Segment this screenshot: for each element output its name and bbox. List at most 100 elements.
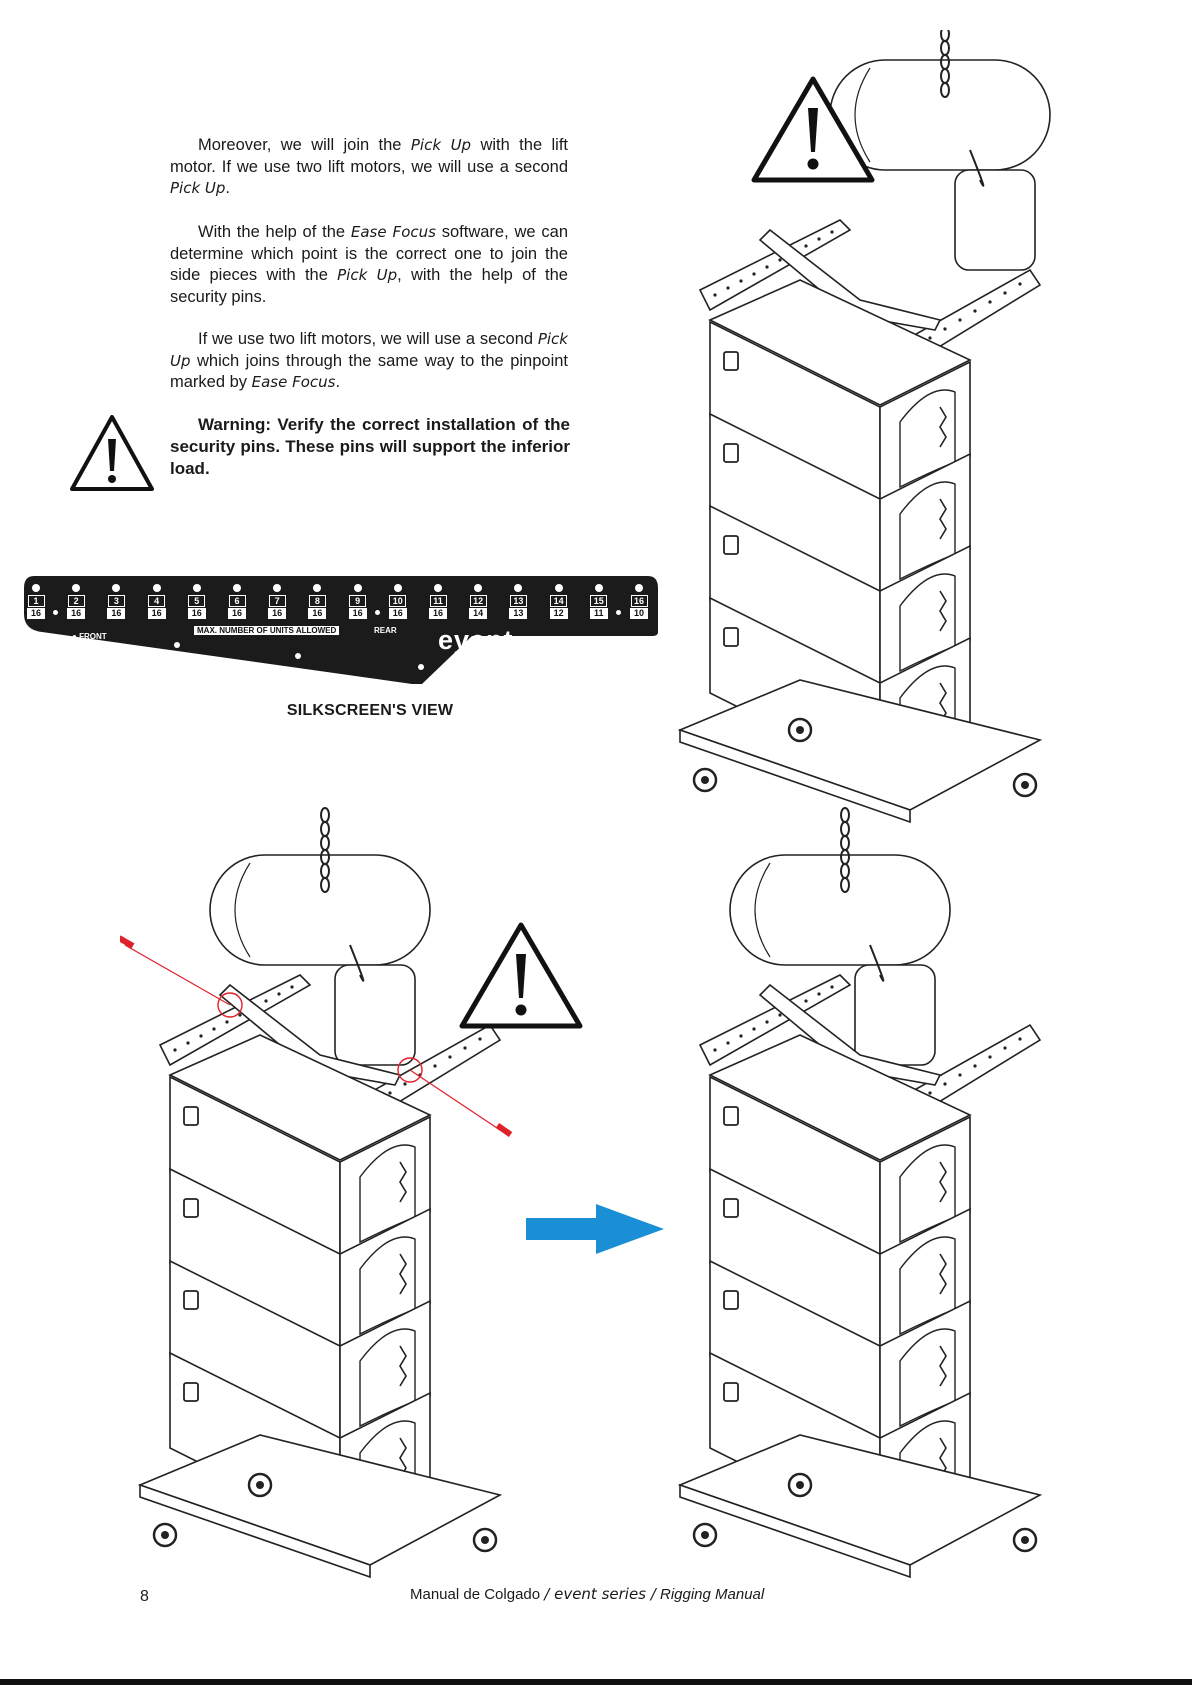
hole-number: 12 <box>469 595 487 607</box>
frame-hole <box>988 300 992 304</box>
term-pick-up: Pick Up <box>170 179 226 197</box>
hole-max-units: 16 <box>348 608 367 619</box>
cabinet-spring <box>939 590 947 632</box>
cabinet-top <box>168 1034 432 1161</box>
cabinet-handle <box>899 1328 956 1428</box>
caster-wheel <box>796 726 804 734</box>
frame-hole <box>186 1041 190 1045</box>
hole-number: 3 <box>107 595 125 607</box>
hole-number: 1 <box>27 595 45 607</box>
security-pin <box>495 1122 513 1138</box>
rail-hole-dot <box>514 584 523 592</box>
cabinet-spring <box>939 1161 947 1203</box>
rail-hole-dot <box>295 653 301 659</box>
caster-wheel <box>481 1536 489 1544</box>
frame-hole <box>973 309 977 313</box>
security-pin-guide <box>409 1069 501 1131</box>
cabinet-badge <box>723 1198 739 1218</box>
line-array-illustration-assembled <box>677 807 1043 1579</box>
dolly-cart <box>679 1483 911 1579</box>
text: with the lift motor. If we use two lift … <box>170 136 568 176</box>
chain-link <box>940 82 950 98</box>
frame-hole <box>433 1064 437 1068</box>
frame-hole <box>958 318 962 322</box>
chain-link <box>840 807 850 823</box>
cabinet-badge <box>723 443 739 463</box>
term-ease-focus: Ease Focus <box>350 223 436 241</box>
text: software, we can determine which point i… <box>170 223 568 284</box>
hole-number: 13 <box>509 595 527 607</box>
frame-hole <box>463 1046 467 1050</box>
frame-hole <box>943 1082 947 1086</box>
chain-link <box>940 40 950 56</box>
hole-number: 9 <box>349 595 367 607</box>
frame-hole <box>817 992 821 996</box>
caster-wheel <box>161 1531 169 1539</box>
bottom-rule <box>0 1679 1192 1685</box>
chain-link <box>940 30 950 42</box>
hole-max-units: 13 <box>509 608 528 619</box>
hole-max-units: 16 <box>268 608 287 619</box>
pin-hole-marker <box>397 1057 423 1083</box>
frame-hole <box>264 999 268 1003</box>
hole-max-units: 16 <box>107 608 126 619</box>
frame-hole <box>752 272 756 276</box>
chain-link <box>840 821 850 837</box>
caster-wheel <box>701 776 709 784</box>
frame-hole <box>713 1048 717 1052</box>
chain-link <box>840 835 850 851</box>
frame-hole <box>388 1091 392 1095</box>
cabinet-spring <box>939 406 947 448</box>
rail-hole-dot <box>313 584 322 592</box>
frame-hole <box>173 1048 177 1052</box>
frame-hole <box>726 1041 730 1045</box>
dolly-cart <box>139 1483 371 1579</box>
warning-triangle-icon <box>70 415 154 491</box>
rail-hole-dot <box>474 584 483 592</box>
term-pick-up: Pick Up <box>337 266 398 284</box>
security-pin <box>120 935 135 949</box>
frame-hole <box>928 336 932 340</box>
cabinet-badge <box>183 1290 199 1310</box>
caster-wheel <box>701 1531 709 1539</box>
hole-max-units: 16 <box>429 608 447 619</box>
cabinet-badge <box>183 1106 199 1126</box>
lift-motor <box>754 862 771 958</box>
frame-hole <box>225 1020 229 1024</box>
rail-hole-dot <box>635 584 643 592</box>
caster-wheel <box>1021 781 1029 789</box>
text: , with the help of the security pins. <box>170 266 568 306</box>
rigging-frame <box>158 974 312 1067</box>
hole-number: 5 <box>188 595 206 607</box>
footer-brand: / event series / <box>544 1585 656 1603</box>
cabinet-spring <box>399 1345 407 1387</box>
rail-shape <box>24 576 658 684</box>
hole-max-units: 16 <box>187 608 206 619</box>
cabinet-handle <box>899 481 956 581</box>
hole-number: 11 <box>429 595 447 607</box>
frame-hole <box>1018 282 1022 286</box>
rail-hole-dot <box>393 584 402 592</box>
frame-hole <box>765 1020 769 1024</box>
page-number: 8 <box>140 1588 149 1605</box>
chain <box>869 944 885 982</box>
cabinet-badge <box>723 627 739 647</box>
pin-hole-marker <box>217 992 243 1018</box>
hole-max-units: 16 <box>67 608 86 619</box>
frame-hole <box>478 1037 482 1041</box>
caster-wheel <box>796 1481 804 1489</box>
text: which joins through the same way to the … <box>170 351 568 392</box>
frame-hole <box>830 985 834 989</box>
chain-link <box>840 877 850 893</box>
chain <box>969 149 985 187</box>
